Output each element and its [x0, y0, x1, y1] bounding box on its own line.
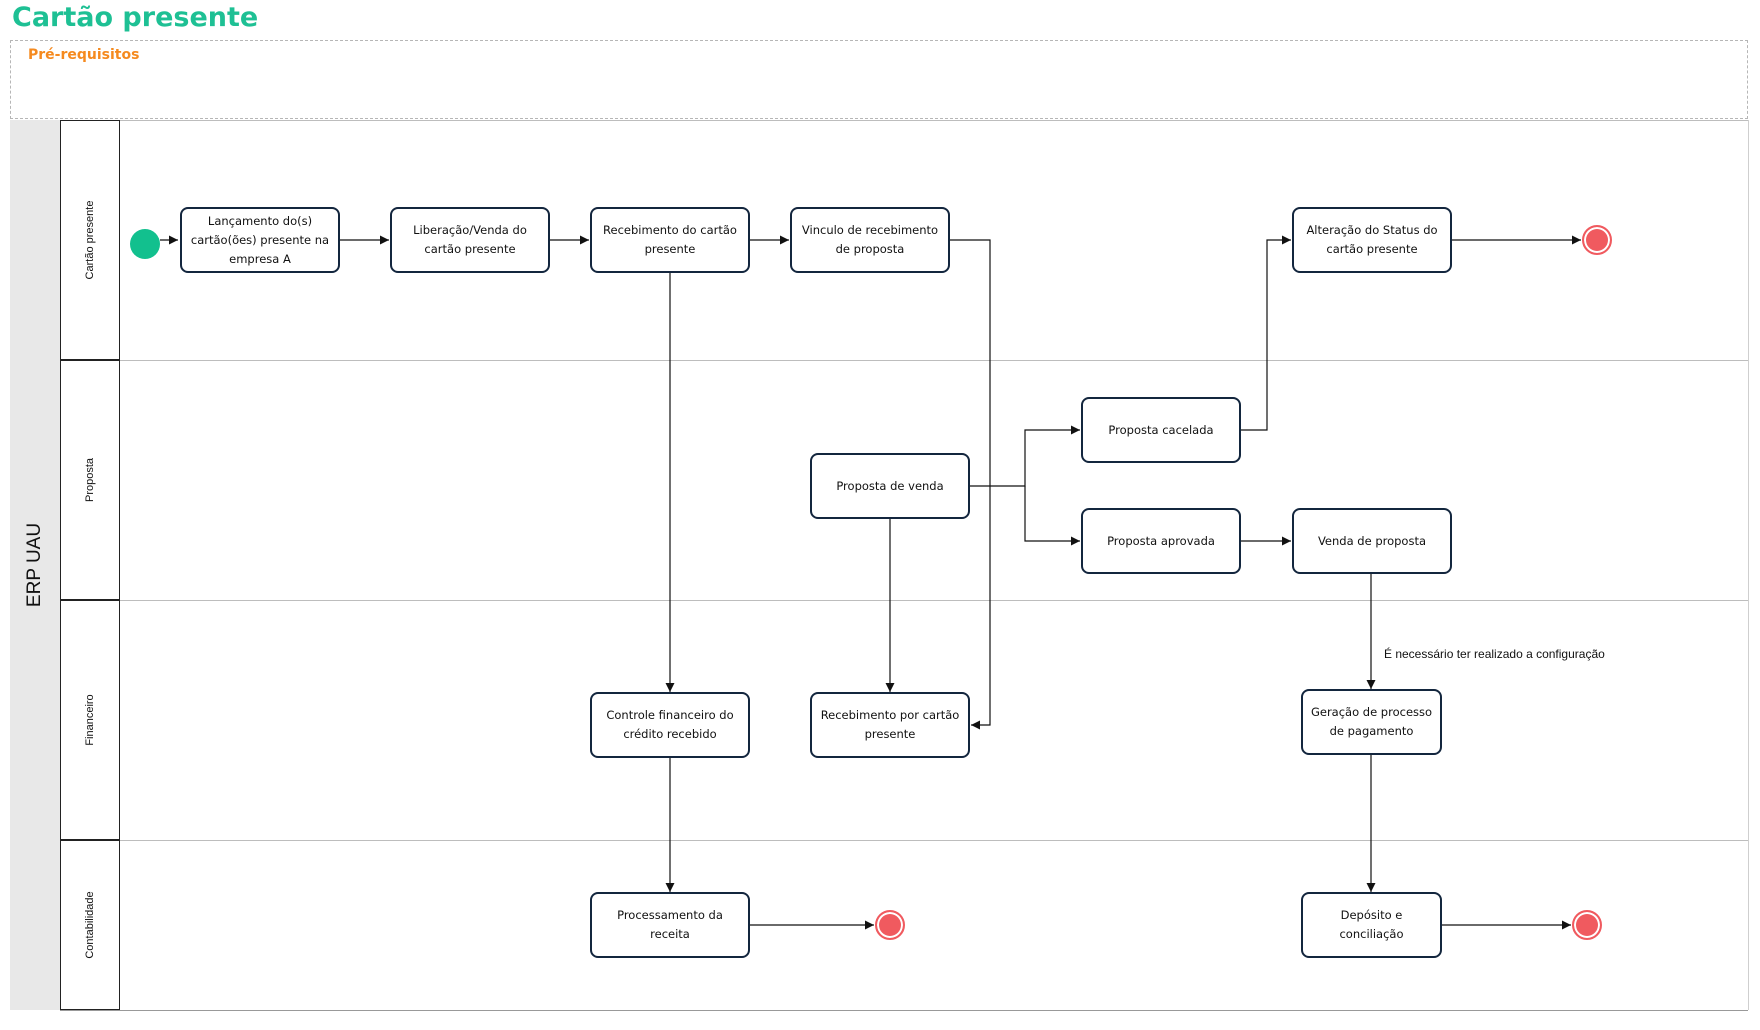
task-recebimento-por-cartao[interactable]: Recebimento por cartão presente	[810, 692, 970, 758]
end-event	[1582, 225, 1612, 255]
prerequisites-label: Pré-requisitos	[28, 47, 140, 63]
end-event	[1572, 910, 1602, 940]
task-proposta-cancelada[interactable]: Proposta cacelada	[1081, 397, 1241, 463]
flow-proposta-venda-to-cancelada	[970, 425, 1080, 487]
lane-divider	[120, 360, 1748, 361]
end-event	[875, 910, 905, 940]
task-venda-proposta[interactable]: Venda de proposta	[1292, 508, 1452, 574]
pool-right-border	[1748, 120, 1749, 1010]
pool-top-border	[10, 120, 1748, 121]
task-proposta-aprovada[interactable]: Proposta aprovada	[1081, 508, 1241, 574]
task-alteracao-status[interactable]: Alteração do Status do cartão presente	[1292, 207, 1452, 273]
flow-proposta-venda-to-aprovada	[1024, 486, 1080, 546]
flow-vinculo-to-recebimento-por-cartao	[950, 239, 991, 730]
lane-header-proposta: Proposta	[60, 360, 120, 600]
prerequisites-box: Pré-requisitos	[10, 40, 1748, 119]
lane-header-contabilidade: Contabilidade	[60, 840, 120, 1010]
flow-cancelada-to-alteracao-status	[1240, 235, 1291, 431]
lane-divider	[120, 600, 1748, 601]
start-event	[130, 229, 160, 259]
task-controle-financeiro[interactable]: Controle financeiro do crédito recebido	[590, 692, 750, 758]
task-recebimento-cartao[interactable]: Recebimento do cartão presente	[590, 207, 750, 273]
task-liberacao-venda[interactable]: Liberação/Venda do cartão presente	[390, 207, 550, 273]
task-processamento-receita[interactable]: Processamento da receita	[590, 892, 750, 958]
pool-label-column	[10, 120, 60, 1010]
task-deposito-conciliacao[interactable]: Depósito e conciliação	[1301, 892, 1442, 958]
task-vinculo-recebimento[interactable]: Vinculo de recebimento de proposta	[790, 207, 950, 273]
task-lancamento-cartao[interactable]: Lançamento do(s) cartão(ões) presente na…	[180, 207, 340, 273]
task-proposta-venda[interactable]: Proposta de venda	[810, 453, 970, 519]
configuration-note: É necessário ter realizado a configuraçã…	[1384, 647, 1605, 661]
lane-divider	[120, 840, 1748, 841]
page-title: Cartão presente	[12, 2, 259, 33]
lane-header-cartao-presente: Cartão presente	[60, 120, 120, 360]
task-geracao-processo-pagamento[interactable]: Geração de processo de pagamento	[1301, 689, 1442, 755]
pool-bottom-border	[60, 1010, 1748, 1011]
lane-header-financeiro: Financeiro	[60, 600, 120, 840]
